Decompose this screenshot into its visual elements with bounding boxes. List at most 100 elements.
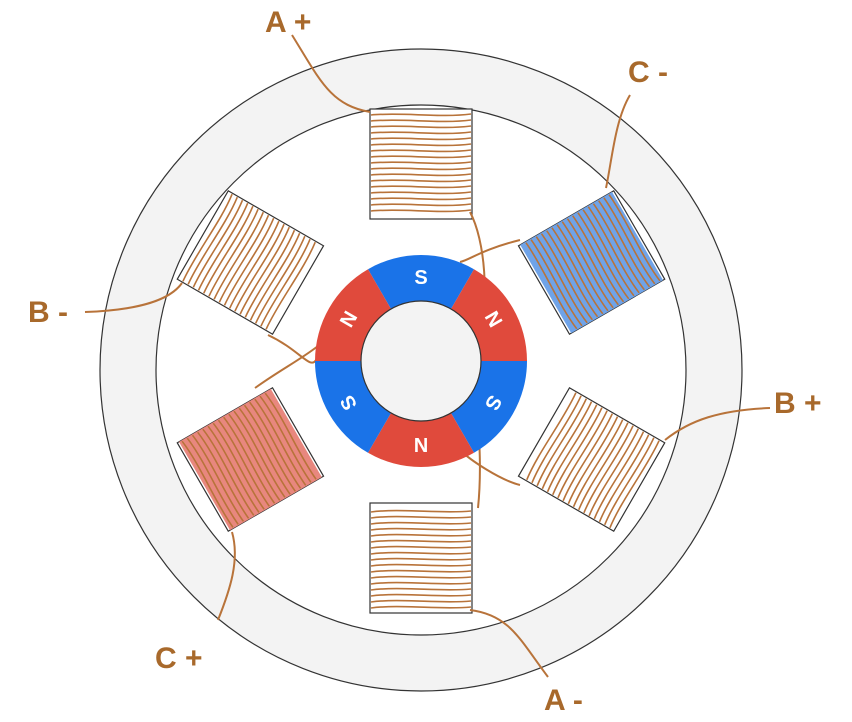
winding-turn bbox=[567, 416, 619, 505]
winding-turn bbox=[202, 428, 255, 516]
magnet-pole-label: S bbox=[414, 267, 427, 289]
winding-turn bbox=[370, 539, 472, 543]
winding-turn bbox=[370, 521, 472, 525]
winding-turn bbox=[592, 203, 645, 291]
wire-b-interconnect bbox=[267, 334, 317, 364]
winding-turn bbox=[531, 395, 582, 484]
winding-turn bbox=[370, 581, 472, 585]
label-c-plus: C + bbox=[155, 642, 203, 675]
winding-turn bbox=[370, 149, 472, 153]
winding-turn bbox=[546, 230, 599, 318]
stator-ring bbox=[99, 48, 743, 692]
magnet-segment-n bbox=[451, 269, 527, 361]
winding-turn bbox=[238, 407, 291, 495]
winding-turn bbox=[212, 422, 265, 510]
winding-turn bbox=[577, 212, 630, 300]
magnet-segment-n bbox=[368, 412, 474, 468]
winding-turn bbox=[264, 392, 317, 480]
winding-turn bbox=[218, 214, 270, 303]
winding-turn bbox=[260, 238, 311, 327]
winding-turn bbox=[608, 194, 661, 282]
winding-turn bbox=[609, 440, 660, 529]
winding-turn bbox=[217, 419, 270, 507]
stator-coils bbox=[178, 113, 664, 609]
winding-turn bbox=[598, 434, 650, 523]
winding-turn bbox=[370, 119, 472, 123]
winding-turn bbox=[583, 425, 634, 514]
winding-turn bbox=[526, 392, 577, 481]
winding-turn bbox=[370, 509, 472, 513]
winding-turn bbox=[556, 224, 609, 312]
winding-turn bbox=[370, 167, 472, 171]
winding-turn bbox=[228, 413, 281, 501]
winding-turn bbox=[370, 131, 472, 135]
winding-turn bbox=[370, 551, 472, 555]
winding-turn bbox=[551, 227, 604, 315]
wire-b-minus-lead bbox=[84, 282, 183, 313]
winding-turn bbox=[370, 209, 472, 213]
winding-turn bbox=[535, 236, 588, 324]
winding-turn bbox=[259, 395, 312, 483]
winding-turn bbox=[370, 185, 472, 189]
winding-turn bbox=[552, 407, 603, 496]
winding-turn bbox=[370, 143, 472, 147]
winding-turn bbox=[546, 404, 598, 493]
coil-a-minus bbox=[370, 509, 472, 609]
magnet-segment-s bbox=[368, 254, 474, 310]
magnet-segment-s bbox=[451, 361, 527, 453]
winding-turn bbox=[370, 137, 472, 141]
winding-turn bbox=[370, 515, 472, 519]
winding-turn bbox=[370, 527, 472, 531]
winding-turn bbox=[370, 569, 472, 573]
winding-turn bbox=[370, 533, 472, 537]
winding-turn bbox=[370, 563, 472, 567]
winding-turn bbox=[249, 401, 302, 489]
winding-turn bbox=[370, 605, 472, 609]
winding-turn bbox=[187, 196, 239, 285]
winding-turn bbox=[566, 218, 619, 306]
rotor-hub bbox=[360, 300, 482, 422]
label-b-minus: B - bbox=[28, 296, 68, 329]
winding-turn bbox=[525, 242, 578, 330]
winding-turn bbox=[203, 205, 254, 294]
winding-turn bbox=[370, 155, 472, 159]
winding-turn bbox=[208, 208, 259, 297]
winding-turn bbox=[244, 229, 296, 318]
wire-cb-interconnect bbox=[254, 345, 319, 389]
winding-turn bbox=[191, 434, 244, 522]
winding-turn bbox=[197, 431, 250, 519]
wire-b-plus-lead bbox=[664, 407, 771, 441]
winding-turn bbox=[370, 125, 472, 129]
winding-turn bbox=[265, 241, 316, 330]
winding-turn bbox=[370, 173, 472, 177]
label-a-minus: A - bbox=[544, 684, 583, 717]
winding-turn bbox=[234, 223, 285, 312]
wire-a-minus-lead bbox=[469, 609, 549, 678]
winding-turn bbox=[603, 437, 655, 526]
coil-a-plus bbox=[370, 113, 472, 213]
winding-turn bbox=[561, 221, 614, 309]
winding-turn bbox=[197, 202, 249, 291]
winding-turn bbox=[370, 191, 472, 195]
coil-c-plus bbox=[178, 388, 322, 531]
winding-turn bbox=[370, 197, 472, 201]
winding-turn bbox=[572, 419, 624, 508]
winding-turn bbox=[588, 428, 639, 517]
winding-turn bbox=[530, 239, 583, 327]
label-c-minus: C - bbox=[628, 56, 668, 89]
winding-turn bbox=[249, 232, 301, 321]
winding-turn bbox=[370, 161, 472, 165]
magnet-segment-n bbox=[315, 269, 391, 361]
magnet-pole-label: N bbox=[414, 433, 428, 455]
winding-turn bbox=[593, 431, 645, 520]
winding-turn bbox=[370, 587, 472, 591]
winding-turn bbox=[370, 575, 472, 579]
winding-turn bbox=[572, 215, 625, 303]
winding-turn bbox=[192, 199, 244, 288]
winding-turn bbox=[243, 404, 296, 492]
wire-a-plus-lead bbox=[291, 34, 371, 113]
winding-turn bbox=[213, 211, 265, 300]
winding-turn bbox=[254, 398, 307, 486]
